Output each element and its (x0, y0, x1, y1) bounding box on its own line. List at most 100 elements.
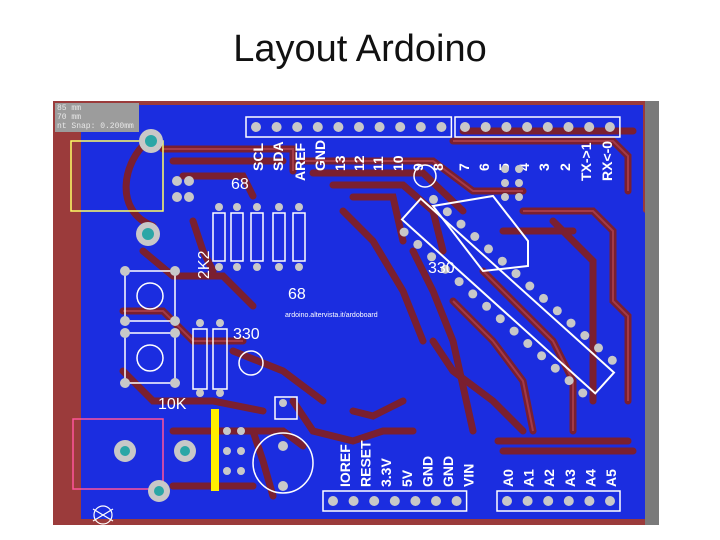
digital-pin-label: 10 (390, 155, 406, 171)
small-capacitor[interactable] (274, 396, 298, 420)
microcontroller-chip[interactable] (400, 197, 616, 395)
chip-pin (550, 363, 560, 373)
icsp-pads (501, 165, 523, 201)
chip-pin (578, 388, 588, 398)
power-pin-label: 5V (399, 469, 415, 487)
digital-pin-label: SCL (250, 143, 266, 171)
label-10k: 10K (158, 396, 187, 413)
analog-pin-label: A3 (562, 469, 578, 487)
header-pin[interactable] (312, 122, 323, 132)
aux-button-outline (124, 332, 176, 384)
header-pin[interactable] (369, 496, 380, 506)
header-pin[interactable] (348, 496, 359, 506)
header-pin[interactable] (436, 122, 447, 132)
header-pin[interactable] (374, 122, 385, 132)
header-pin[interactable] (354, 122, 364, 132)
resistor-pads (172, 176, 303, 271)
reset-button-outline (124, 270, 176, 322)
readout-snap: nt Snap: 0.200mm (57, 122, 134, 131)
header-pin[interactable] (522, 122, 533, 132)
fiducial-mark (92, 505, 114, 525)
chip-pin (511, 269, 521, 279)
analog-header[interactable] (496, 490, 621, 512)
power-pin-label: GND (419, 456, 435, 487)
header-pin[interactable] (410, 496, 421, 506)
header-pin[interactable] (563, 122, 574, 132)
regulator-silk (211, 409, 219, 491)
header-pin[interactable] (502, 496, 512, 506)
header-pin[interactable] (333, 122, 344, 132)
header-pin[interactable] (501, 122, 512, 132)
label-330-chip: 330 (428, 260, 455, 277)
chip-pin (594, 343, 603, 353)
header-pin[interactable] (251, 122, 261, 132)
copper-traces-thin (123, 140, 629, 432)
label-board-url: ardoino.altervista.it/ardoboard (285, 312, 378, 319)
header-pin[interactable] (604, 122, 615, 132)
header-pin[interactable] (584, 496, 595, 506)
header-pin[interactable] (328, 496, 338, 506)
coordinate-readout: 85 mm 70 mm nt Snap: 0.200mm (55, 103, 139, 132)
chip-pin (564, 376, 574, 386)
power-header[interactable] (322, 490, 468, 512)
analog-pin-label: A0 (500, 469, 516, 487)
digital-pin-label: 7 (456, 163, 472, 171)
power-pin-label: VIN (461, 464, 477, 487)
led-top-outline[interactable] (413, 164, 437, 188)
chip-pin (509, 326, 519, 336)
chip-pin (454, 277, 464, 287)
label-330-left: 330 (233, 326, 260, 343)
readout-height: 70 mm (57, 113, 82, 122)
header-pin[interactable] (395, 122, 406, 132)
header-pin[interactable] (415, 122, 426, 132)
chip-pin (440, 264, 450, 274)
resistor-array[interactable] (212, 212, 306, 262)
chip-pin (399, 227, 409, 237)
header-pin[interactable] (271, 122, 282, 132)
resistor-pair-pads (196, 319, 224, 397)
header-pin[interactable] (522, 496, 533, 506)
pcb-editor-canvas[interactable]: SCLSDAAREFGND1312111098765432TX->1RX<-0 … (53, 101, 659, 525)
digital-pin-label: 11 (370, 156, 386, 171)
chip-pin (523, 339, 533, 348)
header-pin[interactable] (389, 496, 400, 506)
chip-pin (470, 232, 480, 241)
header-pin[interactable] (480, 122, 491, 132)
label-68-bottom: 68 (288, 286, 306, 303)
header-pin[interactable] (431, 496, 441, 506)
digital-pin-label: 4 (516, 163, 532, 171)
header-pin[interactable] (584, 122, 595, 132)
readout-width: 85 mm (57, 104, 82, 113)
header-pin[interactable] (563, 496, 574, 506)
chip-pin (495, 314, 505, 324)
analog-pin-label: A2 (541, 469, 557, 487)
analog-pin-label: A5 (603, 469, 619, 487)
digital-pin-label: TX->1 (578, 142, 594, 181)
digital-pin-label: 13 (332, 155, 348, 171)
reset-button[interactable] (136, 282, 164, 310)
usb-connector-outline (70, 140, 164, 212)
header-pin[interactable] (451, 496, 462, 506)
header-pin[interactable] (543, 496, 554, 506)
electrolytic-capacitor[interactable] (252, 432, 314, 494)
aux-button[interactable] (136, 344, 164, 372)
analog-pin-label: A1 (521, 469, 537, 487)
label-68-top: 68 (231, 176, 249, 193)
slide-title: Layout Ardoino (233, 28, 487, 70)
digital-header-right[interactable] (454, 116, 621, 138)
label-2k2: 2K2 (196, 250, 213, 279)
chip-pin (525, 281, 535, 291)
header-pin[interactable] (460, 122, 470, 132)
digital-header-left[interactable] (245, 116, 453, 138)
header-pin[interactable] (542, 122, 553, 132)
header-pin[interactable] (605, 496, 615, 506)
chip-pin (468, 289, 478, 299)
pcb-board[interactable]: SCLSDAAREFGND1312111098765432TX->1RX<-0 … (53, 101, 659, 525)
chip-pin (539, 293, 548, 303)
chip-pin (566, 318, 576, 328)
header-pin[interactable] (292, 122, 303, 132)
led-outline[interactable] (238, 350, 264, 376)
chip-pin (607, 355, 617, 365)
chip-pin (482, 301, 492, 311)
chip-pin (456, 219, 466, 229)
